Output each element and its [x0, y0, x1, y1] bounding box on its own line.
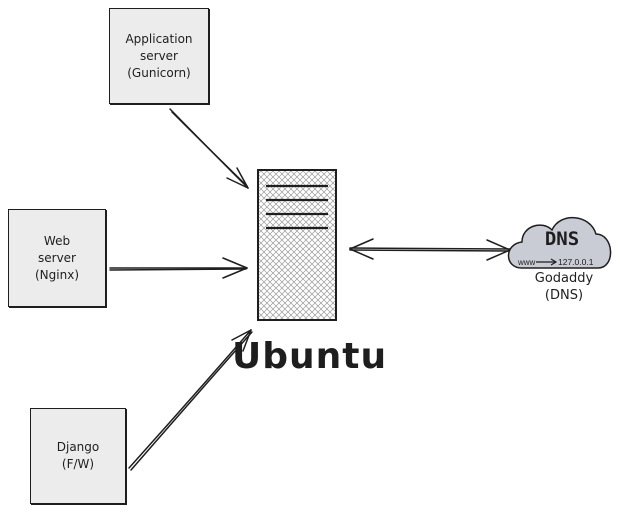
label-line: server [140, 48, 178, 63]
dns-cloud-icon [507, 216, 612, 269]
label-line: Django [56, 440, 100, 454]
dns-title: DNS [545, 228, 579, 250]
web-server-box: Web server (Nginx) [8, 209, 106, 307]
application-server-label: Application server (Gunicorn) [125, 31, 192, 82]
label-line: (F/W) [61, 457, 95, 471]
dns-to-label: 127.0.0.1 [558, 257, 594, 267]
label-line: (Gunicorn) [127, 65, 191, 80]
arrow-django-to-ubuntu [128, 329, 253, 471]
django-box: Django (F/W) [30, 408, 126, 504]
web-server-label: Web server (Nginx) [35, 233, 79, 284]
server-tower-icon [257, 169, 337, 321]
django-label: Django (F/W) [57, 439, 100, 473]
arrow-ubuntu-dns-bidirectional [349, 238, 511, 261]
ubuntu-label: Ubuntu [232, 336, 388, 377]
dns-caption: Godaddy (DNS) [518, 270, 610, 304]
dns-caption-line: (DNS) [544, 288, 584, 303]
label-line: Web [43, 233, 71, 248]
application-server-box: Application server (Gunicorn) [109, 8, 209, 104]
label-line: Application [125, 31, 193, 46]
arrow-web-server-to-ubuntu [109, 257, 248, 279]
label-line: (Nginx) [35, 267, 79, 282]
dns-caption-line: Godaddy [534, 271, 594, 286]
arrow-app-server-to-ubuntu [169, 108, 249, 189]
dns-from-label: www [517, 258, 536, 267]
label-line: server [38, 250, 76, 265]
